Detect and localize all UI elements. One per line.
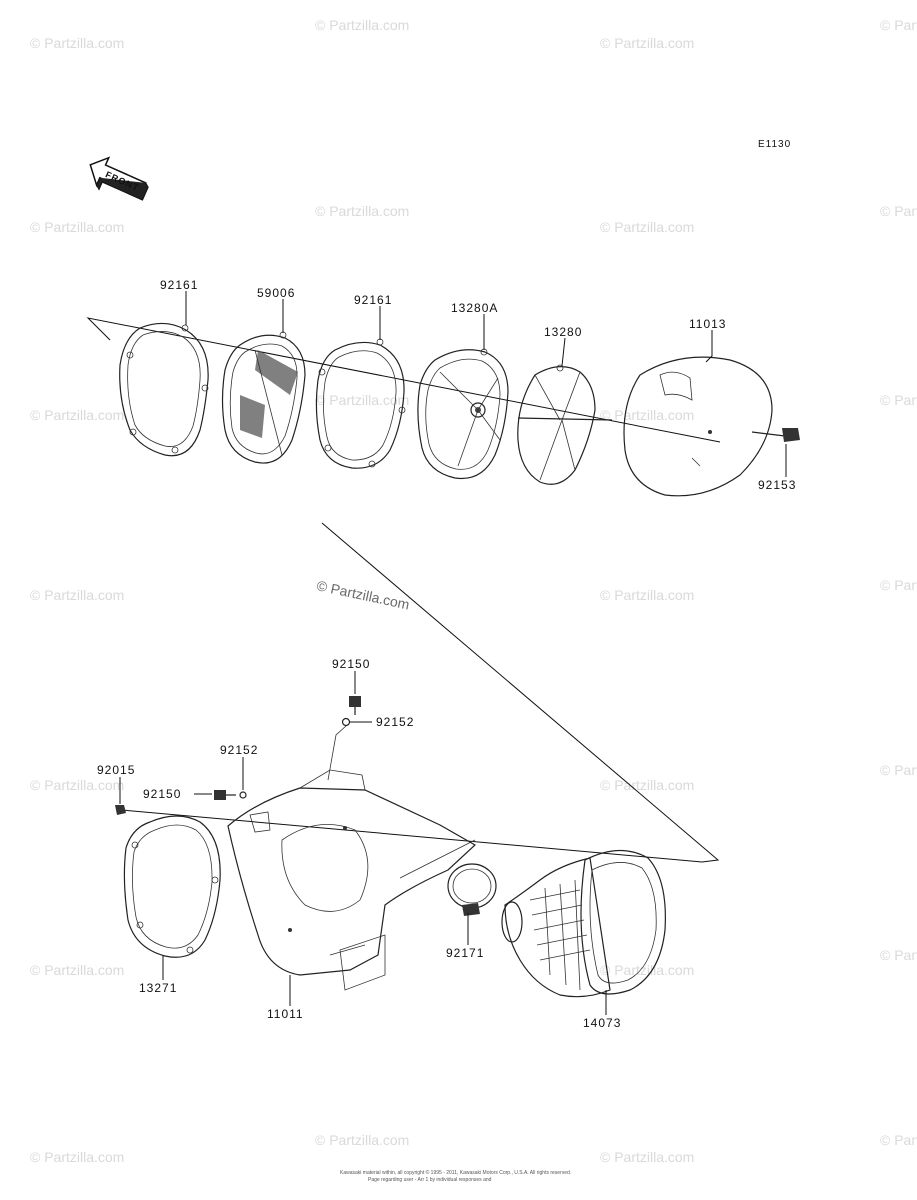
label-92152-top: 92152 [376, 715, 414, 729]
watermark: © Partzilla.com [30, 219, 124, 235]
watermark: © Partzilla.com [880, 17, 917, 33]
watermark: © Partzilla.com [315, 17, 409, 33]
washer-92152-top [341, 717, 351, 727]
watermark: © Partzilla.com [600, 587, 694, 603]
watermark: © Partzilla.com [600, 777, 694, 793]
air-box-11011 [227, 769, 477, 991]
leader-lines [119, 291, 787, 1015]
clamp-92171 [447, 863, 497, 916]
gasket-13271 [123, 815, 221, 958]
watermark: © Partzilla.com [30, 587, 124, 603]
watermark: © Partzilla.com [600, 35, 694, 51]
label-92015: 92015 [97, 763, 135, 777]
label-13280: 13280 [544, 325, 582, 339]
watermark: © Partzilla.com [30, 407, 124, 423]
label-59006: 59006 [257, 286, 295, 300]
label-92171: 92171 [446, 946, 484, 960]
watermark: © Partzilla.com [30, 1149, 124, 1165]
watermark: © Partzilla.com [600, 407, 694, 423]
nut-92015 [115, 805, 126, 815]
label-92153: 92153 [758, 478, 796, 492]
watermark: © Partzilla.com [880, 203, 917, 219]
air-cleaner-cover-11013 [623, 356, 773, 497]
watermark: © Partzilla.com [600, 1149, 694, 1165]
front-arrow-icon: FRONT [89, 156, 149, 201]
watermark: © Partzilla.com [30, 962, 124, 978]
watermark: © Partzilla.com [880, 762, 917, 778]
watermark: © Partzilla.com [600, 219, 694, 235]
label-92161-right: 92161 [354, 293, 392, 307]
bolt-92150-top [349, 696, 361, 715]
footer-copyright: Kawasaki material within, all copyright … [340, 1169, 571, 1176]
watermark: © Partzilla.com [315, 1132, 409, 1148]
watermark: © Partzilla.com [880, 577, 917, 593]
duct-14073 [501, 849, 666, 998]
watermark: © Partzilla.com [880, 1132, 917, 1148]
watermark: © Partzilla.com [315, 203, 409, 219]
filter-holder-13280A [417, 348, 509, 480]
watermark: © Partzilla.com [880, 947, 917, 963]
watermark: © Partzilla.com [30, 35, 124, 51]
air-filter-element-59006 [221, 331, 306, 464]
label-92150-top: 92150 [332, 657, 370, 671]
label-92161-left: 92161 [160, 278, 198, 292]
label-11011: 11011 [267, 1007, 304, 1021]
label-14073: 14073 [583, 1016, 621, 1030]
filter-cage-13280 [517, 364, 613, 485]
watermark: © Partzilla.com [315, 392, 409, 408]
watermark: © Partzilla.com [880, 392, 917, 408]
gasket-92161-left [119, 322, 209, 457]
washer-92152-left [239, 791, 247, 799]
part-labels: 92161 59006 92161 13280A 13280 11013 921… [97, 278, 796, 1030]
footer-note: Page regarding user - Arr 1 by individua… [368, 1177, 492, 1183]
guide-lines [86, 317, 721, 863]
watermark: © Partzilla.com [30, 777, 124, 793]
label-13280A: 13280A [451, 301, 498, 315]
bolt-92150-left [214, 790, 236, 800]
label-11013: 11013 [689, 317, 726, 331]
label-92150-left: 92150 [143, 787, 181, 801]
gasket-92161-right [315, 338, 406, 469]
watermark-layer: © Partzilla.com © Partzilla.com © Partzi… [30, 17, 917, 1165]
watermark: © Partzilla.com [600, 962, 694, 978]
label-92152-left: 92152 [220, 743, 258, 757]
watermark-center: © Partzilla.com [315, 577, 411, 612]
label-13271: 13271 [139, 981, 177, 995]
bolt-92153 [751, 428, 800, 442]
diagram-code: E1130 [758, 139, 791, 150]
